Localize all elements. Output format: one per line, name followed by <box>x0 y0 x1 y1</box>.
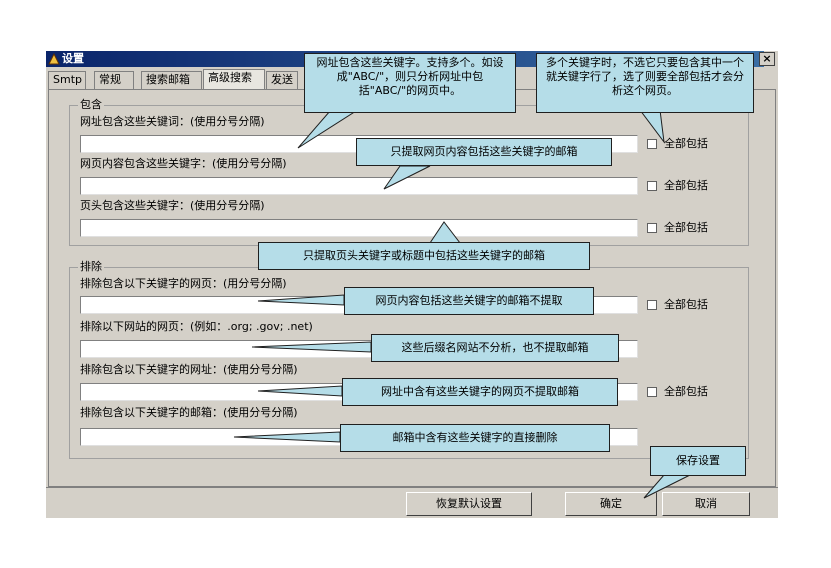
pointer-exclude-sites <box>251 341 372 353</box>
exclude-url-all-include-label: 全部包括 <box>664 385 708 398</box>
exclude-page-label: 排除包含以下关键字的网页：(用分号分隔) <box>80 277 287 290</box>
exclude-group-legend: 排除 <box>78 260 104 273</box>
callout-multi-keywords: 多个关键字时，不选它只要包含其中一个就关键字行了，选了则要全部包括才会分析这个网… <box>536 53 754 113</box>
window-title: 设置 <box>62 52 84 65</box>
exclude-site-label: 排除以下网站的网页：(例如：.org; .gov; .net) <box>80 320 313 333</box>
content-include-input[interactable] <box>80 177 638 195</box>
pointer-exclude-email <box>233 431 341 443</box>
app-icon <box>48 53 60 65</box>
close-button[interactable]: × <box>759 52 775 66</box>
callout-exclude-url: 网址中含有这些关键字的网页不提取邮箱 <box>342 378 618 406</box>
url-include-label: 网址包含这些关键词：(使用分号分隔) <box>80 115 265 128</box>
content-include-label: 网页内容包含这些关键字：(使用分号分隔) <box>80 157 287 170</box>
header-include-label: 页头包含这些关键字：(使用分号分隔) <box>80 199 265 212</box>
tab-general[interactable]: 常规 <box>94 71 134 89</box>
tab-advanced-search[interactable]: 高级搜索 <box>203 69 265 90</box>
pointer-exclude-content <box>257 294 345 306</box>
pointer-header-keywords <box>429 221 462 244</box>
exclude-url-all-include-checkbox[interactable] <box>647 387 657 397</box>
ok-button[interactable]: 确定 <box>565 492 657 516</box>
header-all-include-checkbox[interactable] <box>647 223 657 233</box>
callout-url-keywords: 网址包含这些关键字。支持多个。如设成"ABC/"，则只分析网址中包括"ABC/"… <box>304 53 516 113</box>
content-all-include-label: 全部包括 <box>664 179 708 192</box>
exclude-page-all-include-label: 全部包括 <box>664 298 708 311</box>
url-all-include-checkbox[interactable] <box>647 139 657 149</box>
content-all-include-checkbox[interactable] <box>647 181 657 191</box>
exclude-email-label: 排除包含以下关键字的邮箱：(使用分号分隔) <box>80 406 298 419</box>
callout-exclude-email: 邮箱中含有这些关键字的直接删除 <box>340 424 610 452</box>
tab-smtp[interactable]: Smtp <box>48 71 86 89</box>
pointer-url-keywords <box>297 110 358 149</box>
pointer-multi-keywords <box>639 109 665 144</box>
pointer-exclude-url <box>257 385 343 397</box>
header-all-include-label: 全部包括 <box>664 221 708 234</box>
callout-content-keywords: 只提取网页内容包括这些关键字的邮箱 <box>356 138 612 166</box>
header-include-input[interactable] <box>80 219 638 237</box>
bottom-separator <box>46 487 778 488</box>
pointer-content-keywords <box>383 165 431 190</box>
exclude-url-label: 排除包含以下关键字的网址：(使用分号分隔) <box>80 363 298 376</box>
pointer-save-settings <box>643 474 691 499</box>
cancel-button[interactable]: 取消 <box>662 492 750 516</box>
tab-send[interactable]: 发送 <box>266 71 298 89</box>
tab-search-email[interactable]: 搜索邮箱 <box>141 71 202 89</box>
include-group-legend: 包含 <box>78 98 104 111</box>
callout-header-keywords: 只提取页头关键字或标题中包括这些关键字的邮箱 <box>258 242 590 270</box>
url-all-include-label: 全部包括 <box>664 137 708 150</box>
callout-exclude-content: 网页内容包括这些关键字的邮箱不提取 <box>344 287 594 315</box>
callout-save-settings: 保存设置 <box>650 446 746 476</box>
exclude-page-all-include-checkbox[interactable] <box>647 300 657 310</box>
restore-defaults-button[interactable]: 恢复默认设置 <box>406 492 532 516</box>
callout-exclude-sites: 这些后缀名网站不分析，也不提取邮箱 <box>371 334 619 362</box>
